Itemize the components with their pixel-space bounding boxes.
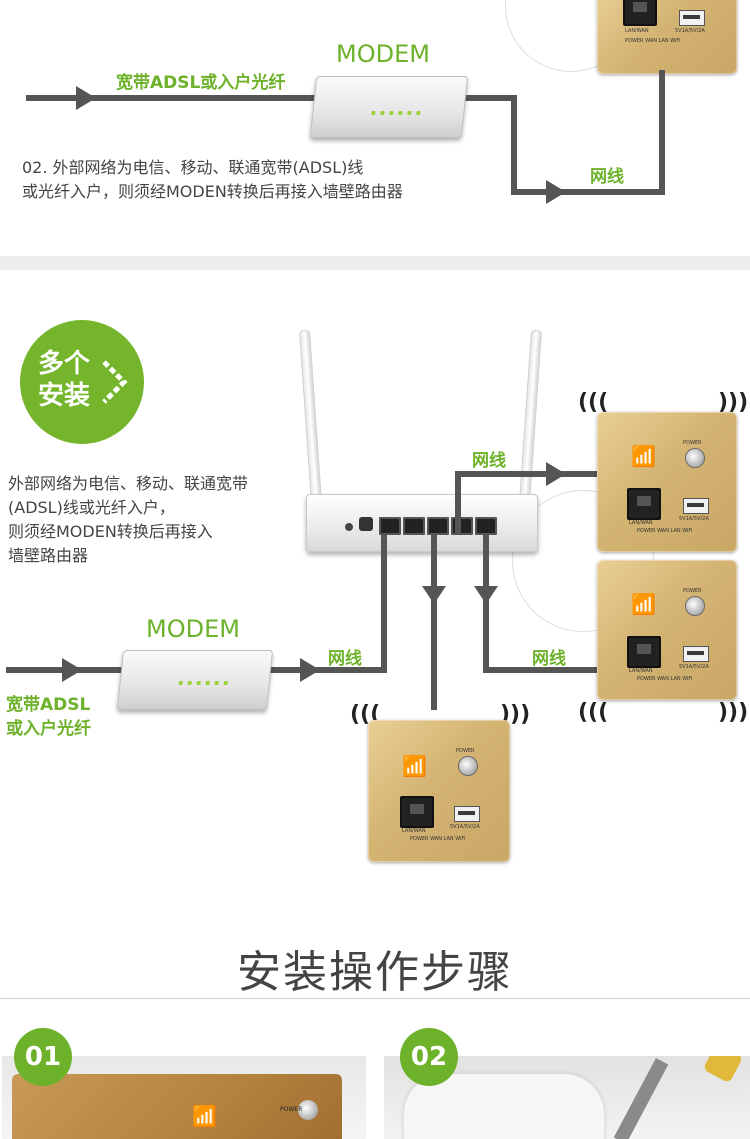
panel-power-label: POWER <box>683 588 702 594</box>
panel-lan-label: LAN/WAN <box>629 520 653 526</box>
modem-led-icon <box>371 111 421 115</box>
lan-port-icon <box>623 0 657 26</box>
panel-usb-label: 5V1A/5V/2A <box>679 664 709 670</box>
steps-title: 安装操作步骤 <box>237 947 513 998</box>
arrow-down-icon <box>474 586 498 604</box>
section1-description-line2: 或光纤入户，则须经MODEN转换后再接入墙壁路由器 <box>22 182 403 201</box>
broadband-label-line2: 或入户光纤 <box>6 719 91 739</box>
gold-panel-photo: 📶 POWER <box>12 1074 342 1139</box>
panel-lan-label: LAN/WAN <box>625 28 649 34</box>
broadband-label: 宽带ADSL或入户光纤 <box>116 73 286 93</box>
reset-hole-icon <box>345 523 353 531</box>
wall-router-panel: LAN/WAN 5V1A/5V/2A POWER WAN LAN WiFi <box>597 0 737 74</box>
section2-description-line3: 则须经MODEN转换后再接入 <box>8 522 213 541</box>
panel-usb-label: 5V1A/5V/2A <box>679 516 709 522</box>
power-button-icon <box>685 596 705 616</box>
wall-router-panel: 📶 POWER LAN/WAN 5V1A/5V/2A POWER WAN LAN… <box>597 412 737 552</box>
badge-line1: 多个 <box>38 349 91 379</box>
usb-port-icon <box>683 646 709 662</box>
cable-lines <box>26 70 665 195</box>
cable-label-right: 网线 <box>532 649 566 669</box>
lan-port-icon <box>627 636 661 668</box>
step1-number: 01 <box>14 1028 72 1086</box>
panel-indicator-label: POWER WAN LAN WiFi <box>637 528 693 534</box>
wifi-icon: 📶 <box>192 1104 217 1128</box>
signal-left-icon: ((( <box>578 700 609 725</box>
cable-label-left: 网线 <box>328 649 362 669</box>
cable-label: 网线 <box>590 167 624 187</box>
power-button-icon <box>458 756 478 776</box>
modem-device <box>116 650 274 710</box>
panel-power-label: POWER <box>683 440 702 446</box>
steps-divider <box>0 998 750 999</box>
lan-port-icon <box>400 796 434 828</box>
signal-left-icon: ((( <box>578 390 609 415</box>
modem-device <box>309 76 469 138</box>
usb-port-icon <box>679 10 705 26</box>
panel-usb-label: 5V1A/5V/2A <box>675 28 705 34</box>
router-port-icon <box>379 517 401 535</box>
section1-cables <box>26 70 665 204</box>
screwdriver-photo <box>613 1057 669 1139</box>
broadband-label-line1: 宽带ADSL <box>6 695 91 715</box>
usb-port-icon <box>454 806 480 822</box>
screwdriver-handle-photo <box>702 1056 744 1084</box>
power-button-icon <box>298 1100 318 1120</box>
section2-description-line1: 外部网络为电信、移动、联通宽带 <box>8 474 249 493</box>
panel-indicator-label: POWER WAN LAN WiFi <box>410 836 466 842</box>
section2-cables <box>6 462 600 710</box>
router-port-icon <box>427 517 449 535</box>
panel-usb-label: 5V1A/5V/2A <box>450 824 480 830</box>
step1-photo: 📶 POWER <box>2 1056 366 1139</box>
router-port-icon <box>403 517 425 535</box>
panel-lan-label: LAN/WAN <box>629 668 653 674</box>
panel-indicator-label: POWER WAN LAN WiFi <box>637 676 693 682</box>
arrow-down-icon <box>422 586 446 604</box>
hand-photo <box>404 1074 604 1139</box>
arrow-right-icon <box>62 658 82 682</box>
chevron-right-icon <box>102 360 128 404</box>
modem-title: MODEM <box>336 40 430 68</box>
panel-power-label: POWER <box>280 1106 303 1113</box>
wall-router-panel: 📶 POWER LAN/WAN 5V1A/5V/2A POWER WAN LAN… <box>368 720 510 862</box>
panel-indicator-label: POWER WAN LAN WiFi <box>625 38 681 44</box>
wifi-icon: 📶 <box>631 592 656 616</box>
wifi-icon: 📶 <box>631 444 656 468</box>
section2-description-line4: 墙壁路由器 <box>8 546 89 565</box>
lan-port-icon <box>627 488 661 520</box>
arrow-right-icon <box>76 86 96 110</box>
power-button-icon <box>685 448 705 468</box>
power-jack-icon <box>359 517 373 531</box>
section2-description-line2: (ADSL)线或光纤入户， <box>8 498 175 517</box>
panel-power-label: POWER <box>456 748 475 754</box>
modem-title: MODEM <box>146 615 240 643</box>
cable-label-top: 网线 <box>472 451 506 471</box>
modem-led-icon <box>178 681 228 685</box>
section1-description-line1: 02. 外部网络为电信、移动、联通宽带(ADSL)线 <box>22 158 364 177</box>
arrow-right-icon <box>546 462 566 486</box>
step2-number: 02 <box>400 1028 458 1086</box>
signal-right-icon: ))) <box>718 390 749 415</box>
section-divider <box>0 256 750 270</box>
panel-lan-label: LAN/WAN <box>402 828 426 834</box>
arrow-right-icon <box>300 658 320 682</box>
signal-right-icon: ))) <box>718 700 749 725</box>
arrow-right-icon <box>546 180 566 204</box>
badge-line2: 安装 <box>38 381 91 411</box>
wall-router-panel: 📶 POWER LAN/WAN 5V1A/5V/2A POWER WAN LAN… <box>597 560 737 700</box>
wifi-icon: 📶 <box>402 754 427 778</box>
usb-port-icon <box>683 498 709 514</box>
multi-install-badge: 多个 安装 <box>20 320 144 444</box>
